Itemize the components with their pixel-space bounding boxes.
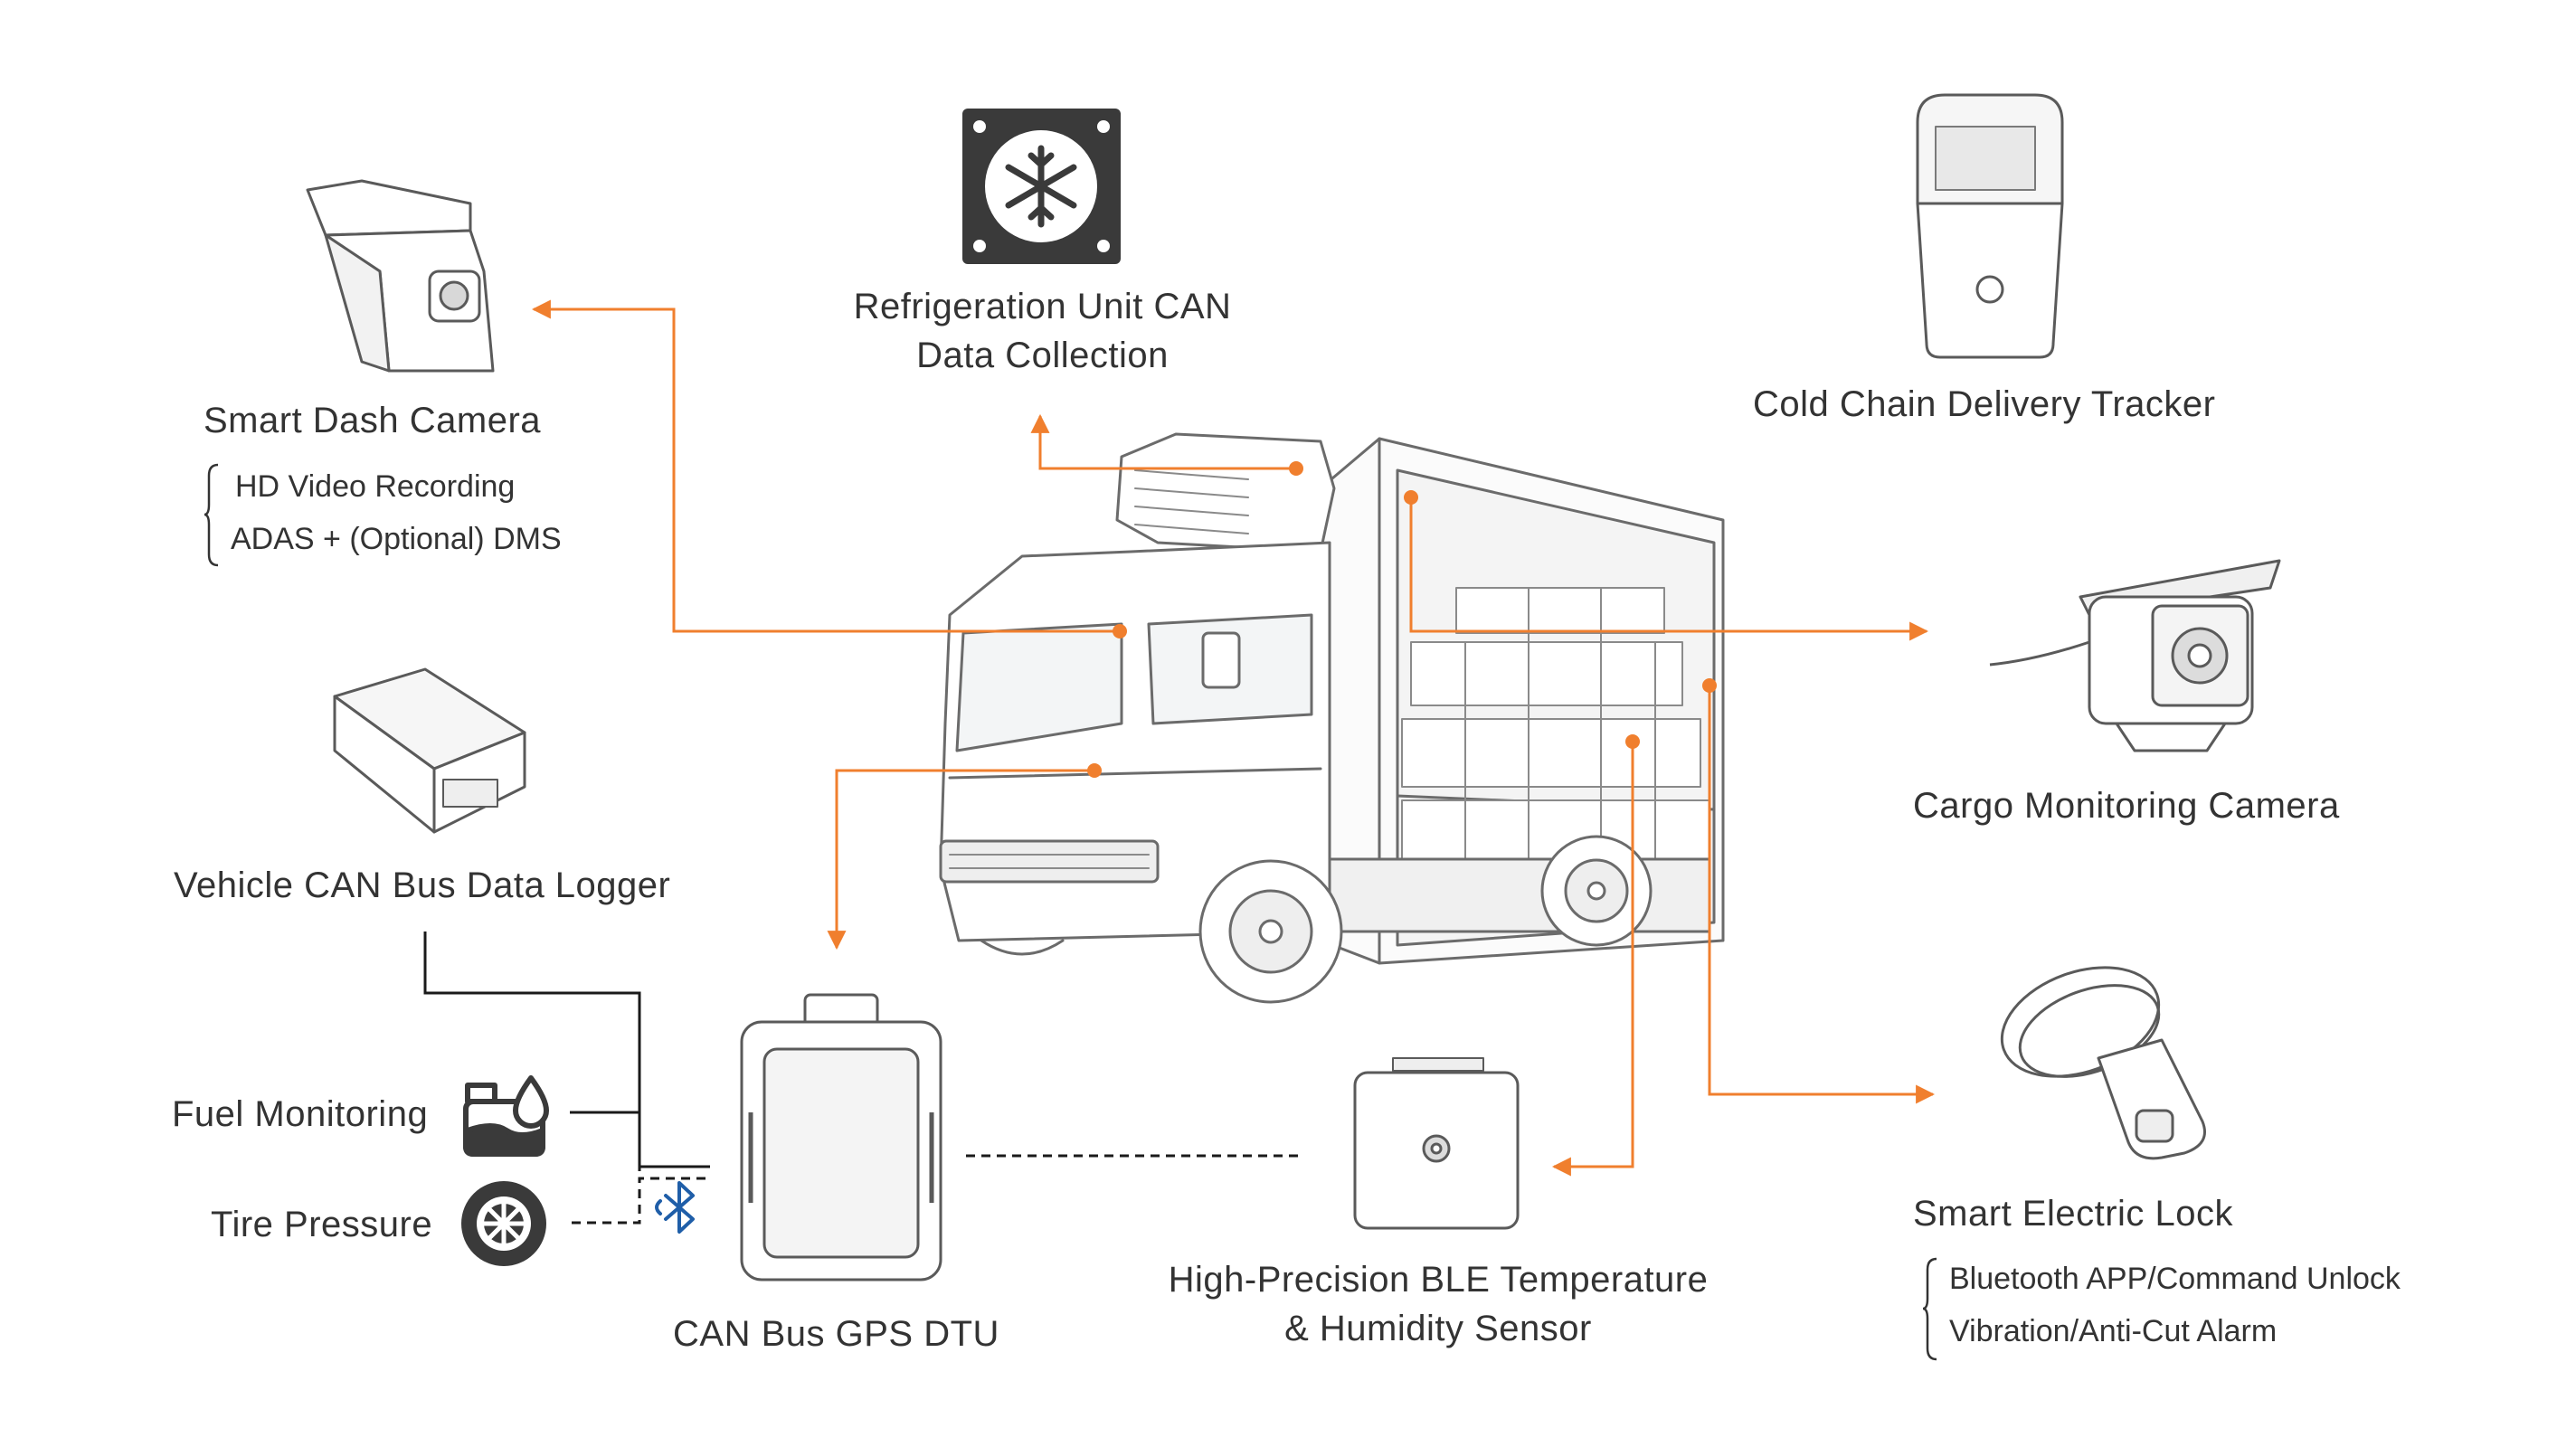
refrigeration-title: Refrigeration Unit CAN Data Collection <box>796 282 1289 380</box>
smart-lock-illustration <box>2000 966 2206 1160</box>
cold-chain-title: Cold Chain Delivery Tracker <box>1753 384 2216 424</box>
fuel-monitoring-title: Fuel Monitoring <box>172 1094 429 1134</box>
ble-sensor-title-line2: & Humidity Sensor <box>1284 1309 1592 1348</box>
truck-illustration <box>939 432 1725 1004</box>
cold-chain-tracker-illustration <box>1916 93 2064 359</box>
smart-lock-title: Smart Electric Lock <box>1913 1194 2234 1234</box>
gps-dtu-title: CAN Bus GPS DTU <box>673 1314 999 1354</box>
dash-camera-illustration <box>306 179 495 373</box>
smart-lock-feature-2: Vibration/Anti-Cut Alarm <box>1949 1314 2278 1348</box>
fuel-tank-icon <box>463 1075 549 1157</box>
can-logger-title: Vehicle CAN Bus Data Logger <box>174 865 671 905</box>
dash-camera-feature-1: HD Video Recording <box>235 469 516 504</box>
tire-icon <box>461 1181 546 1266</box>
refrigeration-title-line2: Data Collection <box>916 336 1169 375</box>
ble-sensor-title-line1: High-Precision BLE Temperature <box>1168 1260 1709 1300</box>
cargo-camera-illustration <box>1989 559 2281 752</box>
refrigeration-title-line1: Refrigeration Unit CAN <box>853 287 1232 326</box>
bluetooth-icon <box>655 1181 695 1234</box>
snowflake-icon <box>962 109 1121 264</box>
can-logger-illustration <box>333 667 526 834</box>
gps-dtu-illustration <box>740 993 942 1281</box>
connectors <box>423 299 1936 1225</box>
ble-sensor-illustration <box>1353 1057 1520 1230</box>
dash-camera-title: Smart Dash Camera <box>204 401 542 440</box>
tire-pressure-title: Tire Pressure <box>211 1205 433 1244</box>
dash-camera-feature-2: ADAS + (Optional) DMS <box>231 522 562 556</box>
smart-lock-brace <box>1922 1257 1937 1361</box>
ble-sensor-title: High-Precision BLE Temperature & Humidit… <box>1144 1255 1732 1353</box>
cargo-camera-title: Cargo Monitoring Camera <box>1913 786 2340 826</box>
dash-camera-brace <box>204 463 219 567</box>
smart-lock-feature-1: Bluetooth APP/Command Unlock <box>1949 1262 2401 1296</box>
